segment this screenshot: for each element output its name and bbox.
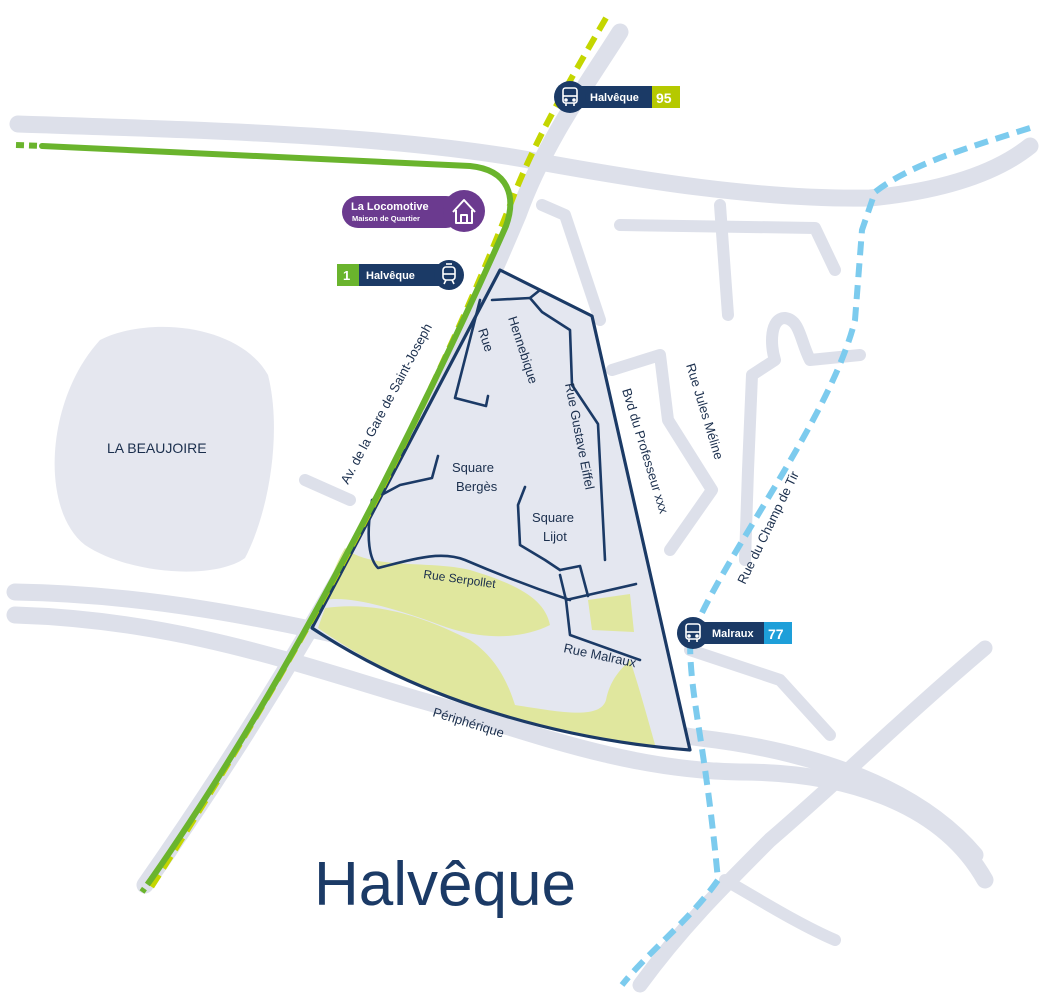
tram-icon <box>442 263 456 285</box>
street-gustave-eiffel <box>558 564 590 598</box>
label-square-lijot-1: Square <box>532 510 574 525</box>
west-estate-road <box>299 474 356 506</box>
stop-bus95-line-pill <box>652 86 680 108</box>
park-east <box>588 594 634 632</box>
street-lijot <box>516 485 562 572</box>
map-title: Halvêque <box>314 850 576 919</box>
stop-bus95-badge <box>554 81 586 113</box>
bus-icon <box>685 623 701 642</box>
label-beaujoire: LA BEAUJOIRE <box>107 440 207 456</box>
jules-meline-road <box>606 349 718 556</box>
stop-bus95-name-pill <box>568 86 654 108</box>
district-border <box>310 268 692 752</box>
bus77-line <box>619 125 1031 987</box>
halveque-district <box>310 268 692 752</box>
estate-road-3 <box>714 199 734 321</box>
poi-subtitle: Maison de Quartier <box>352 214 420 223</box>
poi-name: La Locomotive <box>351 201 429 213</box>
stop-tram-name-pill <box>356 264 446 286</box>
label-square-lijot-2: Lijot <box>543 529 567 544</box>
house-icon <box>452 199 476 224</box>
stop-bus77-line-pill <box>764 622 792 644</box>
champ-de-tir-loop <box>739 312 866 566</box>
street-malraux <box>558 573 642 662</box>
label-square-berges-1: Square <box>452 460 494 475</box>
street-east-link <box>564 582 638 602</box>
stop-bus95-name: Halvêque <box>590 92 639 104</box>
peripherique-road-south <box>6 606 994 889</box>
bus-icon <box>562 87 578 106</box>
stop-tram-1-halveque[interactable]: 1 Halvêque <box>337 260 464 290</box>
road-network <box>6 23 1039 993</box>
label-square-berges-2: Bergès <box>456 479 498 494</box>
park-south <box>318 606 656 748</box>
stop-bus77-name: Malraux <box>712 628 754 640</box>
tram-line-end-south <box>139 876 155 894</box>
stop-bus-95-halveque[interactable]: Halvêque 95 <box>554 81 680 113</box>
east-minor-road <box>684 644 836 741</box>
stop-bus77-badge <box>677 617 709 649</box>
tram-line <box>39 143 514 881</box>
north-road <box>9 115 1039 207</box>
beaujoire-grounds <box>54 326 274 572</box>
label-hennebique-1: Rue <box>475 326 497 353</box>
park-southwest <box>325 548 550 637</box>
poi-badge <box>443 190 485 232</box>
southeast-road <box>632 640 993 993</box>
stop-tram-name: Halvêque <box>366 270 415 282</box>
stop-tram-line-number: 1 <box>343 268 350 283</box>
stop-bus77-line-number: 77 <box>768 626 784 642</box>
street-berges-loop <box>367 454 572 602</box>
stop-bus77-name-pill <box>692 622 766 644</box>
stop-bus95-line-number: 95 <box>656 90 672 106</box>
estate-road-1 <box>536 199 606 326</box>
street-spur-top <box>528 288 542 300</box>
east-branch-road <box>719 874 841 946</box>
stop-tram-line-pill <box>337 264 359 286</box>
street-hennebique-stub <box>453 298 490 408</box>
stop-bus-77-malraux[interactable]: Malraux 77 <box>677 617 792 649</box>
poi-la-locomotive[interactable]: La Locomotive Maison de Quartier <box>342 190 485 232</box>
stop-tram-badge <box>434 260 464 290</box>
estate-road-2 <box>614 219 841 276</box>
tram-line-end-west <box>15 142 43 149</box>
poi-pill <box>342 196 462 228</box>
